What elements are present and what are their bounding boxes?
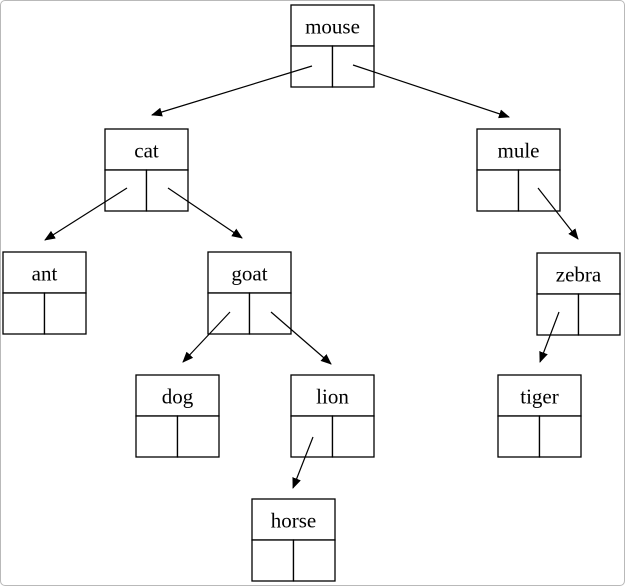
node-label: tiger — [520, 385, 558, 409]
tree-node-dog: dog — [135, 374, 220, 458]
node-left-pointer-cell — [251, 539, 295, 582]
node-label: dog — [162, 385, 194, 409]
node-label-box — [536, 252, 621, 295]
node-label: ant — [32, 262, 58, 286]
node-label-box — [251, 498, 336, 541]
node-right-pointer-cell — [577, 293, 621, 336]
node-left-pointer-cell — [497, 415, 541, 458]
edge-goat-left-to-dog — [182, 311, 231, 363]
tree-node-cat: cat — [104, 128, 189, 212]
tree-node-mouse: mouse — [290, 4, 375, 88]
node-label-box — [290, 374, 375, 417]
edge-mouse-right-to-mule — [352, 64, 510, 119]
node-right-pointer-cell — [538, 415, 582, 458]
tree-node-zebra: zebra — [536, 252, 621, 336]
node-label: zebra — [556, 263, 602, 287]
edge-zebra-left-to-tiger — [539, 311, 560, 363]
edge-cat-left-to-ant — [44, 187, 128, 241]
tree-node-goat: goat — [207, 251, 292, 335]
tree-node-horse: horse — [251, 498, 336, 582]
node-right-pointer-cell — [292, 539, 336, 582]
tree-node-mule: mule — [476, 128, 561, 212]
node-label: cat — [134, 139, 159, 163]
node-label: horse — [271, 509, 317, 533]
node-right-pointer-cell — [248, 292, 292, 335]
node-left-pointer-cell — [2, 292, 46, 335]
edge-mule-right-to-zebra — [537, 187, 579, 240]
node-label: mouse — [305, 15, 360, 39]
node-left-pointer-cell — [290, 415, 334, 458]
node-right-pointer-cell — [145, 169, 189, 212]
tree-nodes-layer: mouse cat mule ant goat zebra dog lion tiger hors… — [2, 4, 621, 582]
tree-node-ant: ant — [2, 251, 87, 335]
node-label-box — [497, 374, 582, 417]
tree-node-tiger: tiger — [497, 374, 582, 458]
node-label: goat — [231, 262, 267, 286]
node-left-pointer-cell — [104, 169, 148, 212]
node-label: mule — [498, 139, 540, 163]
tree-edges-layer — [44, 64, 579, 489]
node-right-pointer-cell — [331, 45, 375, 88]
node-left-pointer-cell — [207, 292, 251, 335]
edge-goat-right-to-lion — [270, 311, 332, 365]
node-label-box — [2, 251, 87, 294]
node-right-pointer-cell — [331, 415, 375, 458]
tree-node-lion: lion — [290, 374, 375, 458]
edge-lion-left-to-horse — [292, 436, 314, 489]
node-left-pointer-cell — [476, 169, 520, 212]
node-left-pointer-cell — [135, 415, 179, 458]
node-right-pointer-cell — [43, 292, 87, 335]
node-label-box — [290, 4, 375, 47]
edge-mouse-left-to-cat — [151, 65, 313, 117]
node-label-box — [476, 128, 561, 171]
node-label-box — [135, 374, 220, 417]
node-label: lion — [316, 385, 349, 409]
node-right-pointer-cell — [176, 415, 220, 458]
edge-cat-right-to-goat — [167, 187, 243, 239]
